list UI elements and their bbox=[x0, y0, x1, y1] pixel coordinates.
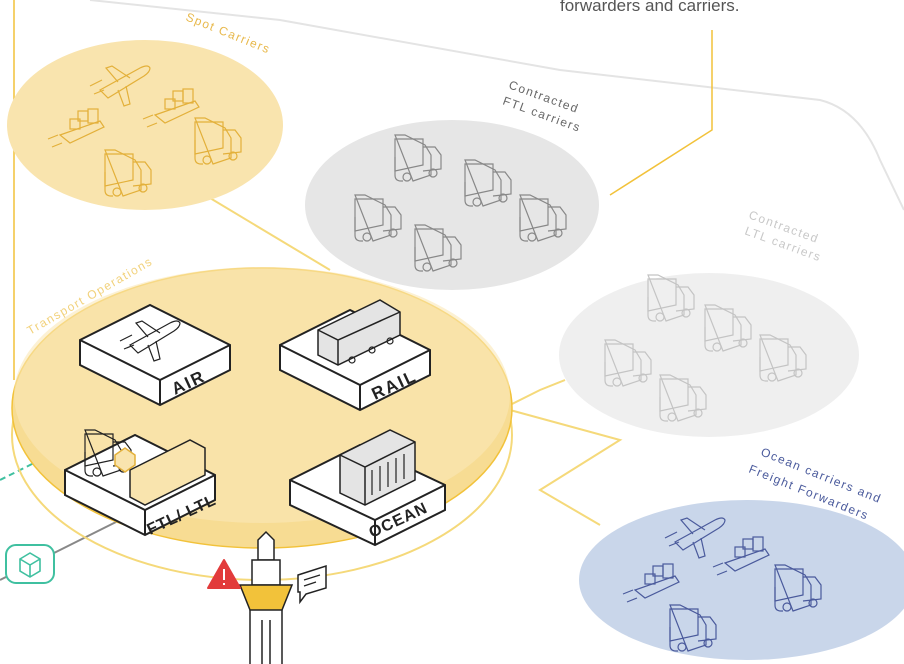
caption-text: forwarders and carriers. bbox=[560, 0, 740, 15]
ftl-carriers-area bbox=[305, 120, 599, 290]
cube-badge[interactable] bbox=[5, 544, 55, 584]
module-ftl-ltl[interactable]: FTL/ LTL bbox=[64, 429, 219, 539]
ltl-carriers-group: Contracted LTL carriers bbox=[559, 208, 859, 437]
module-ocean[interactable]: OCEAN bbox=[289, 429, 446, 547]
control-tower[interactable] bbox=[238, 530, 294, 664]
background-lines bbox=[0, 0, 904, 581]
spot-carriers-group: Spot Carriers bbox=[7, 10, 283, 210]
cargo-truck-icon bbox=[114, 439, 206, 506]
ocean-carriers-area bbox=[579, 500, 904, 660]
ltl-carriers-area bbox=[559, 273, 859, 437]
alert-icon[interactable] bbox=[207, 559, 241, 589]
spot-carriers-area bbox=[7, 40, 283, 210]
ftl-carriers-group: Contracted FTL carriers bbox=[305, 78, 599, 290]
train-icon bbox=[317, 299, 401, 366]
module-air[interactable]: AIR bbox=[79, 303, 231, 407]
chat-icon[interactable] bbox=[297, 564, 327, 605]
ocean-carriers-group: Ocean carriers and Freight Forwarders bbox=[579, 445, 904, 660]
transport-operations-platform: Transport Operations bbox=[11, 254, 513, 581]
container-icon bbox=[339, 429, 416, 506]
module-rail[interactable]: RAIL bbox=[279, 299, 431, 412]
